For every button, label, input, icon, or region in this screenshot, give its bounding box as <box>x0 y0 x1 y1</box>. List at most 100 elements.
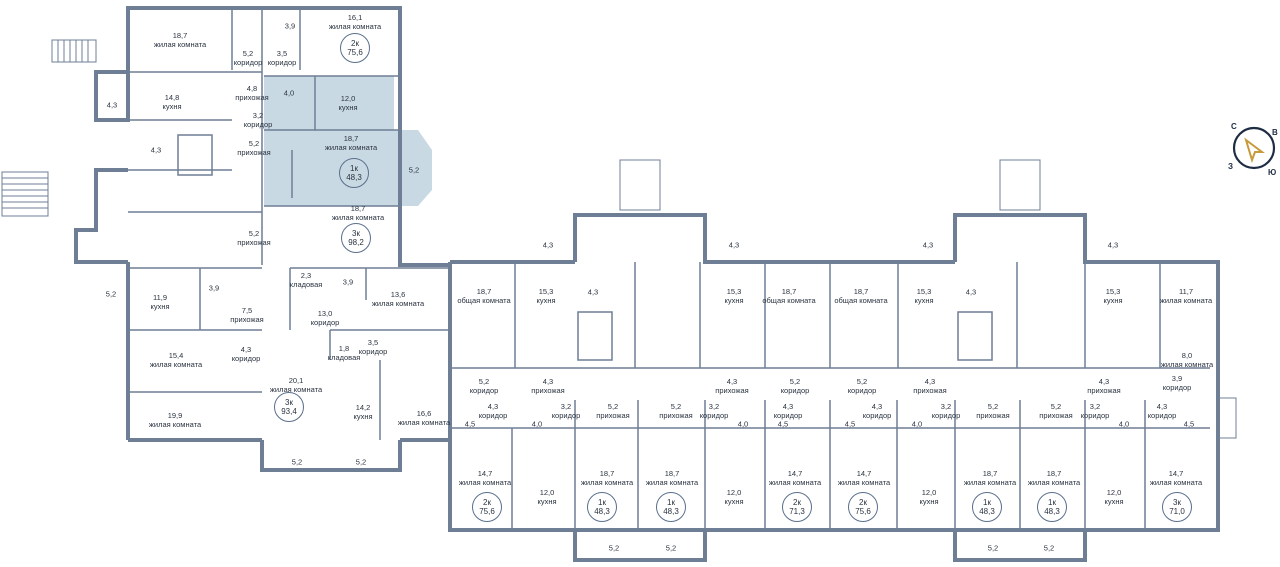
room-area: 15,3 <box>916 287 932 296</box>
room-area: 3,2 <box>708 402 720 411</box>
room-area: 4,3 <box>922 240 934 250</box>
room-area: 14,2 <box>355 403 371 412</box>
room-area: 4,3 <box>728 240 740 250</box>
room-name: коридор <box>1147 411 1177 420</box>
room-name: кухня <box>537 497 557 506</box>
selected-apartment-highlight <box>264 76 432 206</box>
room-area: 3,9 <box>208 283 220 293</box>
room-name: жилая комната <box>1027 478 1081 487</box>
room-area: 16,1 <box>347 13 363 22</box>
room-area: 4,3 <box>1107 240 1119 250</box>
room-area: 3,2 <box>560 402 572 411</box>
room-area: 12,0 <box>340 94 356 103</box>
room-name: жилая комната <box>1159 296 1213 305</box>
room-name: жилая комната <box>153 40 207 49</box>
room-name: кухня <box>1103 296 1123 305</box>
room-name: коридор <box>931 411 961 420</box>
room-label: 3,9 <box>343 278 353 287</box>
room-area: 15,3 <box>1105 287 1121 296</box>
apartment-area: 48,3 <box>594 507 610 516</box>
apartment-type: 3к <box>1173 498 1181 507</box>
room-area: 13,0 <box>317 309 333 318</box>
room-area: 7,5 <box>241 306 253 315</box>
apartment-type: 1к <box>350 164 358 173</box>
room-label: 4,0 <box>912 420 922 429</box>
room-area: 4,3 <box>240 345 252 354</box>
room-area: 11,7 <box>1178 287 1194 296</box>
apartment-area: 75,6 <box>479 507 495 516</box>
room-name: кухня <box>536 296 556 305</box>
room-label: 4,3 <box>588 288 598 297</box>
room-name: жилая комната <box>328 22 382 31</box>
room-label: 4,3 <box>923 241 933 250</box>
room-name: коридор <box>1162 383 1192 392</box>
room-name: жилая комната <box>580 478 634 487</box>
room-label: 4,5 <box>845 420 855 429</box>
room-label: 4,5 <box>1184 420 1194 429</box>
room-area: 14,8 <box>164 93 180 102</box>
compass-east: В <box>1272 128 1278 137</box>
room-name: коридор <box>267 58 297 67</box>
room-label: 4,3 <box>1108 241 1118 250</box>
room-area: 18,7 <box>599 469 615 478</box>
room-name: жилая комната <box>324 143 378 152</box>
room-area: 3,5 <box>367 338 379 347</box>
room-area: 5,2 <box>478 377 490 386</box>
room-area: 20,1 <box>288 376 304 385</box>
room-name: кухня <box>150 302 170 311</box>
room-label: 4,3 <box>151 146 161 155</box>
room-name: жилая комната <box>458 478 512 487</box>
stairs <box>1 39 1237 439</box>
room-label: 5,2 <box>292 458 302 467</box>
room-area: 18,7 <box>350 204 366 213</box>
room-area: 4,3 <box>924 377 936 386</box>
room-area: 5,2 <box>607 402 619 411</box>
room-label: 4,0 <box>532 420 542 429</box>
room-label: 5,2 <box>988 544 998 553</box>
room-area: 3,9 <box>1171 374 1183 383</box>
room-label: 4,5 <box>778 420 788 429</box>
room-area: 4,0 <box>283 88 295 98</box>
room-area: 3,5 <box>276 49 288 58</box>
room-area: 4,3 <box>487 402 499 411</box>
room-area: 4,3 <box>542 377 554 386</box>
room-label: 4,3 <box>729 241 739 250</box>
room-name: коридор <box>478 411 508 420</box>
room-name: прихожая <box>237 148 271 157</box>
